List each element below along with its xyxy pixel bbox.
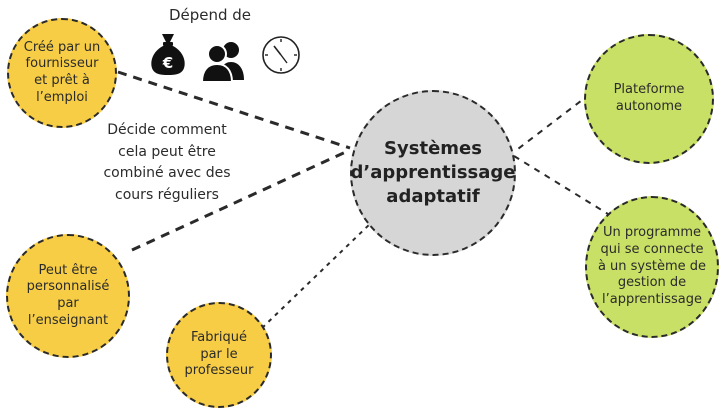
node-lms-label: Un programme qui se connecte à un systèm…: [597, 225, 707, 307]
node-standalone: Plateforme autonome: [584, 34, 714, 164]
center-label: Systèmes d’apprentissage adaptatif: [350, 137, 516, 208]
users-icon: [200, 40, 248, 83]
connector-teacher-made: [261, 221, 373, 329]
node-lms: Un programme qui se connecte à un systèm…: [585, 196, 719, 338]
clock-icon: [260, 34, 302, 76]
money-bag-icon: €: [148, 32, 188, 76]
node-standalone-label: Plateforme autonome: [613, 82, 685, 114]
node-personalized-label: Peut être personnalisé par l’enseignant: [26, 262, 110, 328]
node-teacher-made: Fabriqué par le professeur: [166, 302, 272, 408]
depend-label: Dépend de: [168, 6, 252, 24]
connector-lms: [513, 155, 609, 215]
node-teacher-made-label: Fabriqué par le professeur: [184, 330, 254, 379]
money-symbol: €: [162, 54, 173, 72]
center-node: Systèmes d’apprentissage adaptatif: [350, 90, 516, 256]
connector-standalone: [513, 93, 591, 153]
node-supplier-label: Créé par un fournisseur et prêt à l’empl…: [23, 39, 101, 105]
connector-supplier: [117, 70, 351, 150]
combine-note: Décide comment cela peut être combiné av…: [103, 122, 231, 204]
node-personalized: Peut être personnalisé par l’enseignant: [6, 234, 130, 358]
node-supplier: Créé par un fournisseur et prêt à l’empl…: [7, 18, 117, 128]
connector-personalized: [131, 148, 351, 252]
